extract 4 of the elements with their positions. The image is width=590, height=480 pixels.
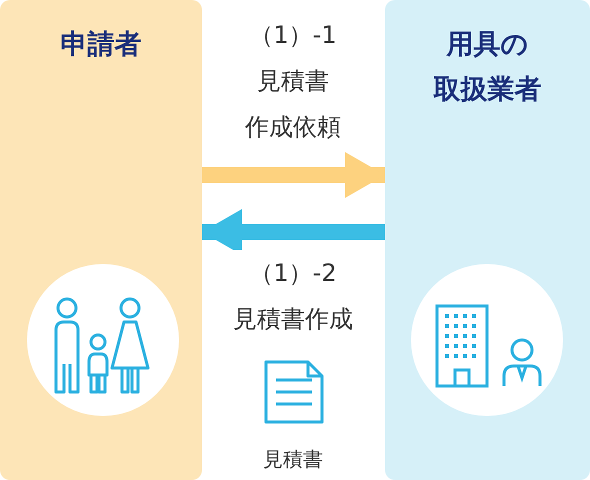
document-caption: 見積書 [262, 446, 324, 473]
panel-title: 申請者 [60, 28, 142, 62]
arrow [202, 152, 385, 198]
panel-title: 用具の取扱業者 [432, 28, 542, 107]
